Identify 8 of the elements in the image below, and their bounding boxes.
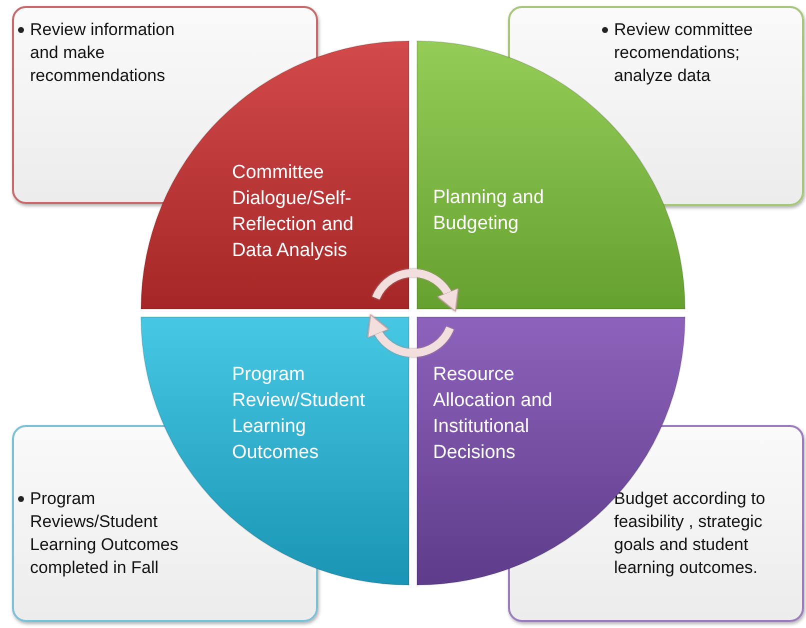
quadrant-label: Program Review/Student Learning Outcomes [232,363,366,465]
quadrant-label: Committee Dialogue/Self-Reflection and Data Analysis [232,161,354,263]
bullet-text: Review information and make recommendations [30,19,176,87]
bullet-text: Budget according to feasibility , strategic goals and student learning outcomes. [614,488,766,579]
bullet-text: Program Reviews/Student Learning Outcomes completed in Fall [30,488,180,579]
bullet-text: Review committee recomendations; analyze data [614,19,754,87]
quadrant-label: Planning and Budgeting [433,186,545,236]
quadrant-label: Resource Allocation and Institutional Decisions [433,363,554,465]
